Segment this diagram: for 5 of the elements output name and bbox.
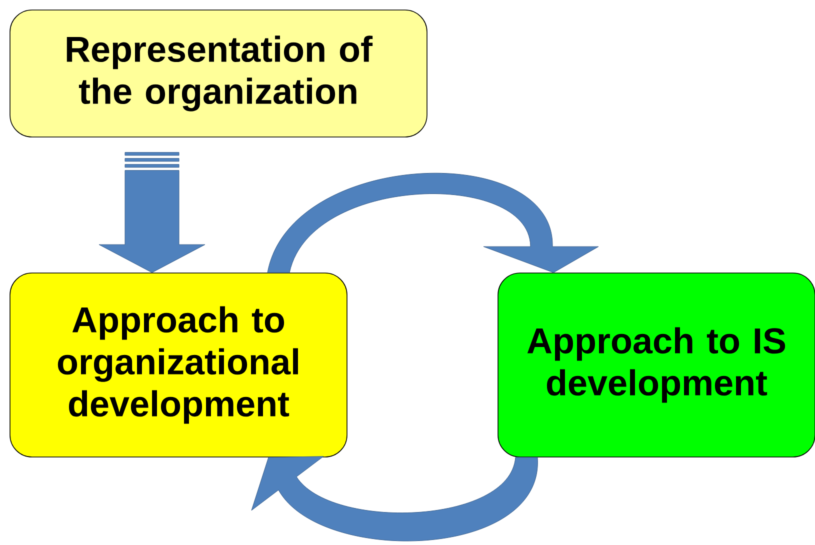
text-box: Approach to organizational development (10, 272, 348, 458)
text-box: Representation of the organization (10, 10, 428, 138)
curved-arrow (251, 456, 538, 542)
block-arrow (98, 152, 206, 273)
text-box: Approach to IS development (498, 272, 815, 458)
